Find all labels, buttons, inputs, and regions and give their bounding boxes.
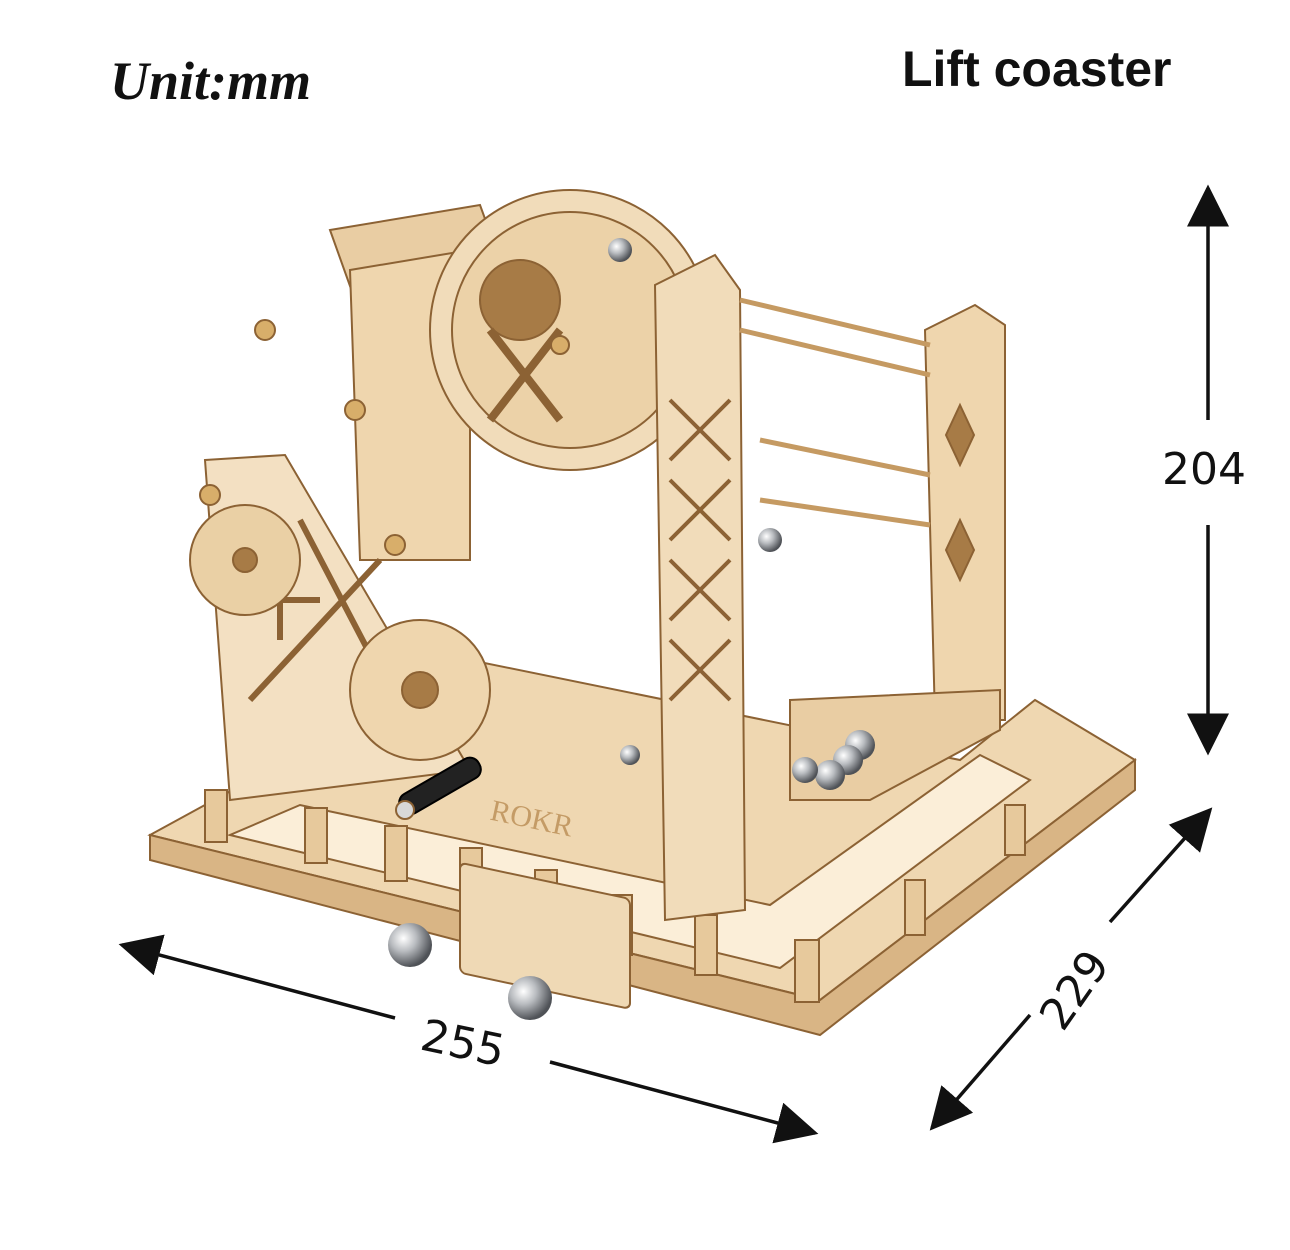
crank-handle — [395, 756, 482, 820]
width-arrow-right — [549, 1060, 819, 1144]
width-arrow-left — [118, 934, 396, 1020]
marble — [792, 757, 818, 783]
marble — [758, 528, 782, 552]
dimension-arrows — [118, 184, 1229, 1144]
height-dimension: 204 — [1162, 444, 1246, 495]
marble — [508, 976, 552, 1020]
marble — [815, 760, 845, 790]
depth-arrow-upper — [1108, 807, 1213, 924]
product-title: Lift coaster — [902, 41, 1172, 97]
marble — [388, 923, 432, 967]
marble — [620, 745, 640, 765]
unit-label: Unit:mm — [110, 51, 312, 111]
marbles — [388, 528, 875, 1020]
wooden-marble-run: ROKR — [147, 189, 1137, 1037]
depth-arrow-lower — [929, 1013, 1032, 1131]
rear-tower — [923, 303, 1006, 721]
large-gear — [429, 189, 711, 471]
